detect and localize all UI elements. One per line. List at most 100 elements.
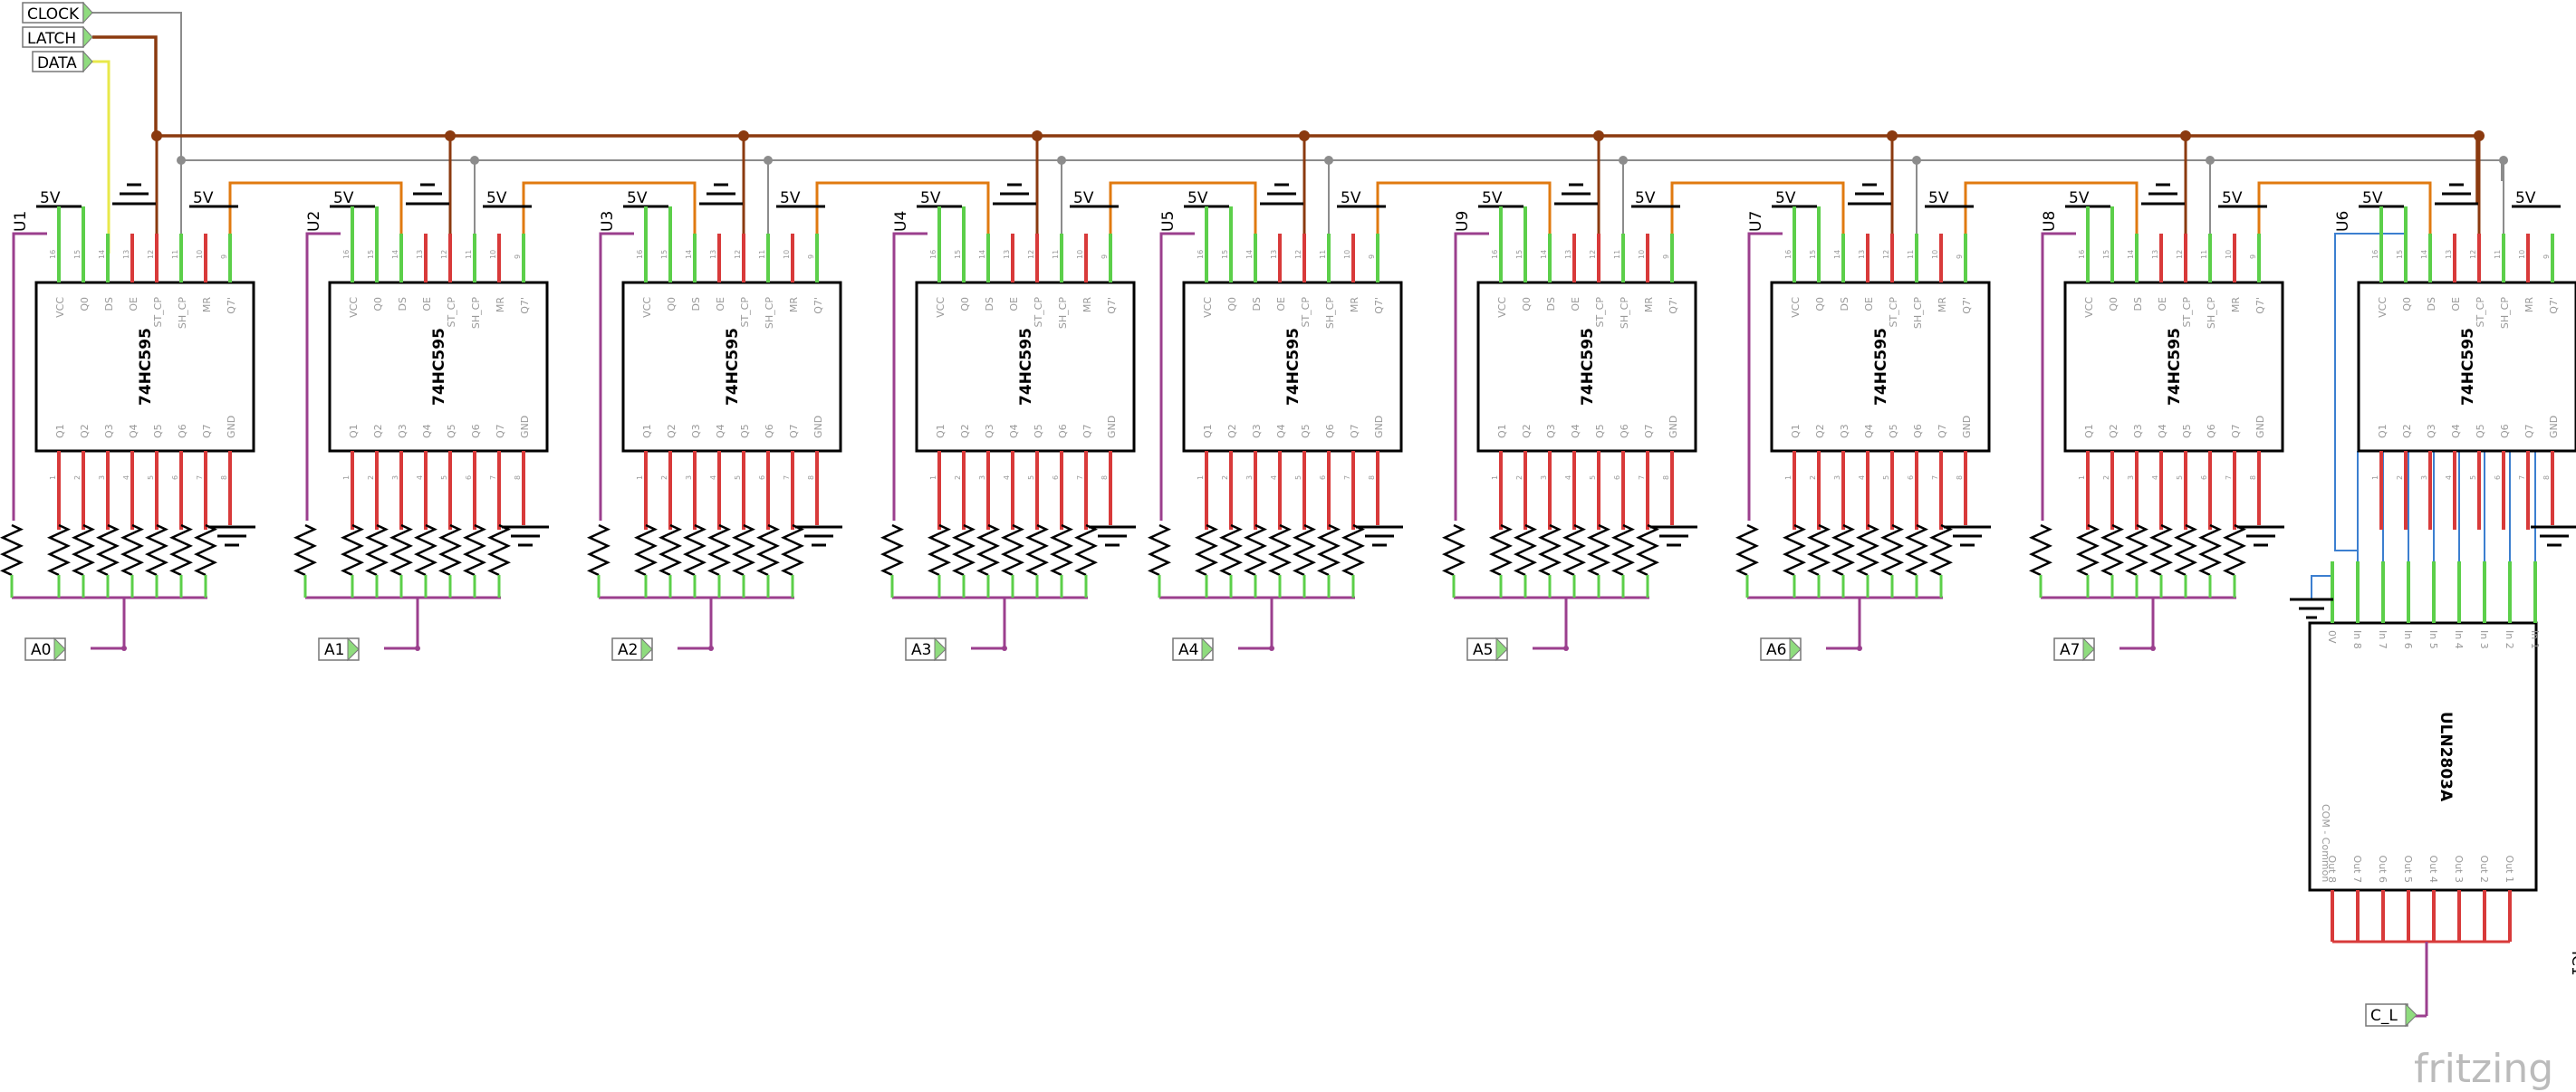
resistor[interactable] bbox=[1218, 523, 1244, 598]
ic-body[interactable] bbox=[621, 281, 842, 453]
resistor[interactable] bbox=[1806, 523, 1831, 598]
resistor[interactable] bbox=[2197, 523, 2223, 598]
purple-bus-wire[interactable] bbox=[12, 232, 47, 521]
resistor[interactable] bbox=[1735, 523, 1760, 598]
resistor[interactable] bbox=[293, 523, 318, 598]
resistor[interactable] bbox=[144, 523, 169, 598]
resistor[interactable] bbox=[46, 523, 72, 598]
resistor[interactable] bbox=[95, 523, 120, 598]
resistor[interactable] bbox=[1488, 523, 1514, 598]
resistor[interactable] bbox=[755, 523, 781, 598]
shift-register-u1[interactable]: 74HC595U1VCC16Q015DS14OE13ST_CP12SH_CP11… bbox=[12, 183, 255, 547]
resistor[interactable] bbox=[0, 523, 24, 598]
resistor[interactable] bbox=[462, 523, 487, 598]
resistor[interactable] bbox=[2028, 523, 2053, 598]
net-label-a1[interactable]: A1 bbox=[318, 637, 360, 662]
resistor[interactable] bbox=[120, 523, 145, 598]
resistor[interactable] bbox=[437, 523, 463, 598]
resistor[interactable] bbox=[1441, 523, 1466, 598]
blue-wire[interactable] bbox=[2334, 233, 2406, 551]
clock-net-label[interactable]: CLOCK bbox=[22, 1, 93, 24]
shift-register-u5[interactable]: 74HC595U5VCC16Q015DS14OE13ST_CP12SH_CP11… bbox=[1159, 183, 1403, 547]
data-wire[interactable] bbox=[92, 60, 111, 254]
ic-body[interactable] bbox=[2357, 281, 2576, 453]
purple-bus-wire[interactable] bbox=[1454, 232, 1489, 521]
resistor[interactable] bbox=[1049, 523, 1074, 598]
shift-chain-wire[interactable] bbox=[1964, 181, 2139, 234]
resistor[interactable] bbox=[2173, 523, 2198, 598]
net-label-a5[interactable]: A5 bbox=[1466, 637, 1508, 662]
shift-register-u6[interactable]: 74HC595U6VCC16Q015DS14OE13ST_CP12SH_CP11… bbox=[2334, 183, 2576, 547]
shift-register-u3[interactable]: 74HC595U3VCC16Q015DS14OE13ST_CP12SH_CP11… bbox=[599, 183, 842, 547]
resistor[interactable] bbox=[1292, 523, 1317, 598]
resistor[interactable] bbox=[1928, 523, 1954, 598]
ic-body[interactable] bbox=[34, 281, 255, 453]
resistor[interactable] bbox=[486, 523, 512, 598]
resistor[interactable] bbox=[780, 523, 805, 598]
shift-chain-wire[interactable] bbox=[815, 181, 990, 234]
purple-bus-wire[interactable] bbox=[2041, 232, 2076, 521]
shift-register-u2[interactable]: 74HC595U2VCC16Q015DS14OE13ST_CP12SH_CP11… bbox=[305, 183, 549, 547]
ic-body[interactable] bbox=[1182, 281, 1403, 453]
net-label-a7[interactable]: A7 bbox=[2053, 637, 2095, 662]
resistor[interactable] bbox=[1194, 523, 1219, 598]
resistor[interactable] bbox=[1586, 523, 1611, 598]
net-label-a0[interactable]: A0 bbox=[24, 637, 66, 662]
purple-bus-wire[interactable] bbox=[892, 232, 928, 521]
resistor[interactable] bbox=[682, 523, 707, 598]
shift-chain-wire[interactable] bbox=[1670, 181, 1845, 234]
purple-bus-wire[interactable] bbox=[599, 232, 634, 521]
resistor[interactable] bbox=[340, 523, 365, 598]
resistor[interactable] bbox=[168, 523, 194, 598]
shift-chain-wire[interactable] bbox=[2257, 181, 2432, 234]
resistor[interactable] bbox=[1879, 523, 1905, 598]
purple-bus-wire[interactable] bbox=[305, 232, 341, 521]
resistor[interactable] bbox=[2100, 523, 2125, 598]
resistor[interactable] bbox=[2222, 523, 2247, 598]
resistor[interactable] bbox=[1635, 523, 1660, 598]
purple-bus-wire[interactable] bbox=[1747, 232, 1783, 521]
resistor[interactable] bbox=[2124, 523, 2149, 598]
resistor[interactable] bbox=[1024, 523, 1050, 598]
resistor[interactable] bbox=[1267, 523, 1293, 598]
resistor[interactable] bbox=[1610, 523, 1636, 598]
resistor[interactable] bbox=[1904, 523, 1929, 598]
resistor[interactable] bbox=[731, 523, 756, 598]
resistor[interactable] bbox=[193, 523, 218, 598]
shift-chain-wire[interactable] bbox=[522, 181, 697, 234]
resistor[interactable] bbox=[658, 523, 683, 598]
net-label-a4[interactable]: A4 bbox=[1172, 637, 1214, 662]
resistor[interactable] bbox=[71, 523, 96, 598]
resistor[interactable] bbox=[389, 523, 414, 598]
resistor[interactable] bbox=[2148, 523, 2174, 598]
resistor[interactable] bbox=[1562, 523, 1587, 598]
net-label-c-l[interactable]: C_L bbox=[2365, 1002, 2417, 1028]
resistor[interactable] bbox=[2075, 523, 2100, 598]
net-label-a3[interactable]: A3 bbox=[905, 637, 947, 662]
shift-chain-wire[interactable] bbox=[1109, 181, 1257, 234]
resistor[interactable] bbox=[1855, 523, 1880, 598]
net-label-a6[interactable]: A6 bbox=[1760, 637, 1802, 662]
resistor[interactable] bbox=[1000, 523, 1025, 598]
ic-body[interactable] bbox=[2308, 621, 2538, 892]
resistor[interactable] bbox=[1831, 523, 1856, 598]
shift-chain-wire[interactable] bbox=[228, 181, 403, 234]
resistor[interactable] bbox=[1073, 523, 1099, 598]
resistor[interactable] bbox=[1341, 523, 1366, 598]
resistor[interactable] bbox=[586, 523, 611, 598]
ic-body[interactable] bbox=[1770, 281, 1991, 453]
purple-bus-wire[interactable] bbox=[1159, 232, 1195, 521]
resistor[interactable] bbox=[1537, 523, 1562, 598]
resistor[interactable] bbox=[927, 523, 952, 598]
resistor[interactable] bbox=[879, 523, 905, 598]
shift-register-u7[interactable]: 74HC595U7VCC16Q015DS14OE13ST_CP12SH_CP11… bbox=[1747, 183, 1991, 547]
ic-body[interactable] bbox=[328, 281, 549, 453]
ic-body[interactable] bbox=[915, 281, 1136, 453]
resistor[interactable] bbox=[1147, 523, 1172, 598]
resistor[interactable] bbox=[706, 523, 732, 598]
resistor[interactable] bbox=[976, 523, 1001, 598]
resistor[interactable] bbox=[364, 523, 389, 598]
resistor[interactable] bbox=[1513, 523, 1538, 598]
resistor[interactable] bbox=[951, 523, 976, 598]
